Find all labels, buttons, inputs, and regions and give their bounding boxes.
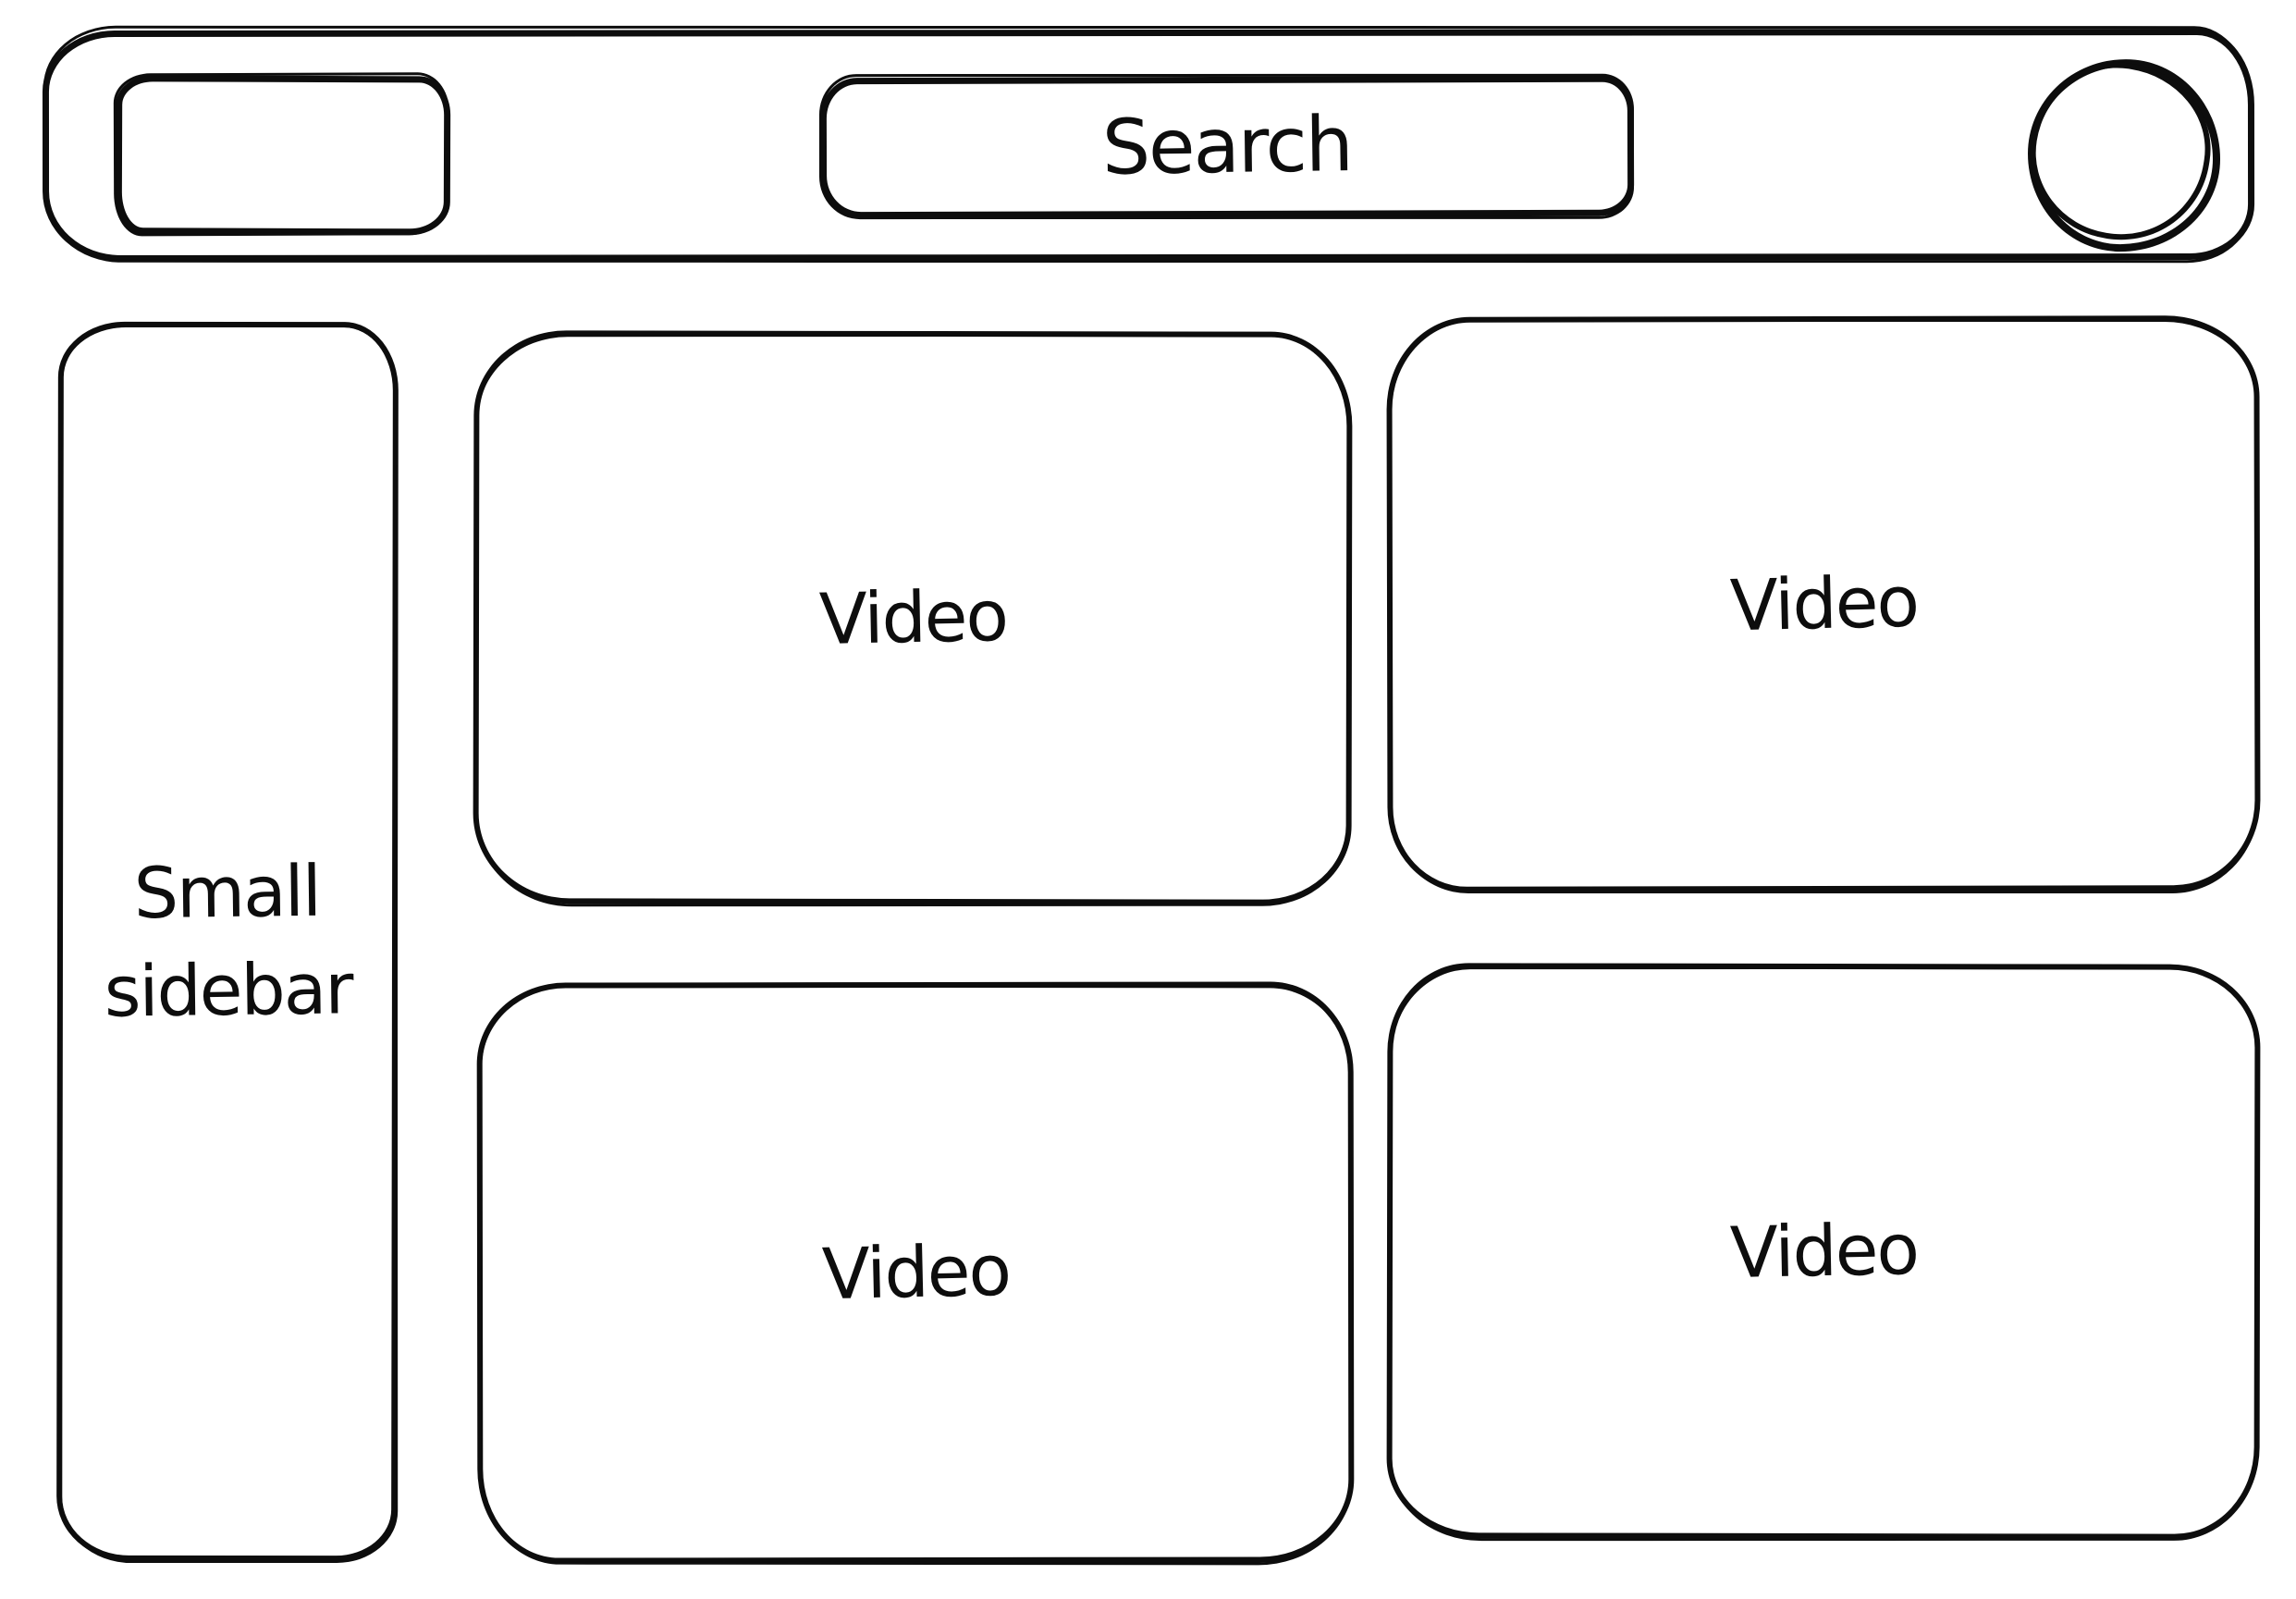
video-card[interactable]: Video xyxy=(476,981,1355,1564)
top-navbar: Search xyxy=(42,28,2255,263)
video-card[interactable]: Video xyxy=(473,330,1353,905)
video-card-label: Video xyxy=(1728,560,1919,647)
video-card[interactable]: Video xyxy=(1386,963,2261,1540)
logo-placeholder[interactable] xyxy=(115,75,451,236)
sidebar-label: Small sidebar xyxy=(104,849,353,1033)
video-card-label: Video xyxy=(817,574,1008,660)
search-placeholder-label: Search xyxy=(1101,101,1353,192)
sidebar: Small sidebar xyxy=(56,321,399,1562)
video-card-label: Video xyxy=(1728,1208,1919,1294)
avatar[interactable] xyxy=(2027,58,2221,252)
video-card[interactable]: Video xyxy=(1386,315,2261,892)
search-input[interactable]: Search xyxy=(819,75,1635,219)
video-card-label: Video xyxy=(820,1228,1011,1316)
